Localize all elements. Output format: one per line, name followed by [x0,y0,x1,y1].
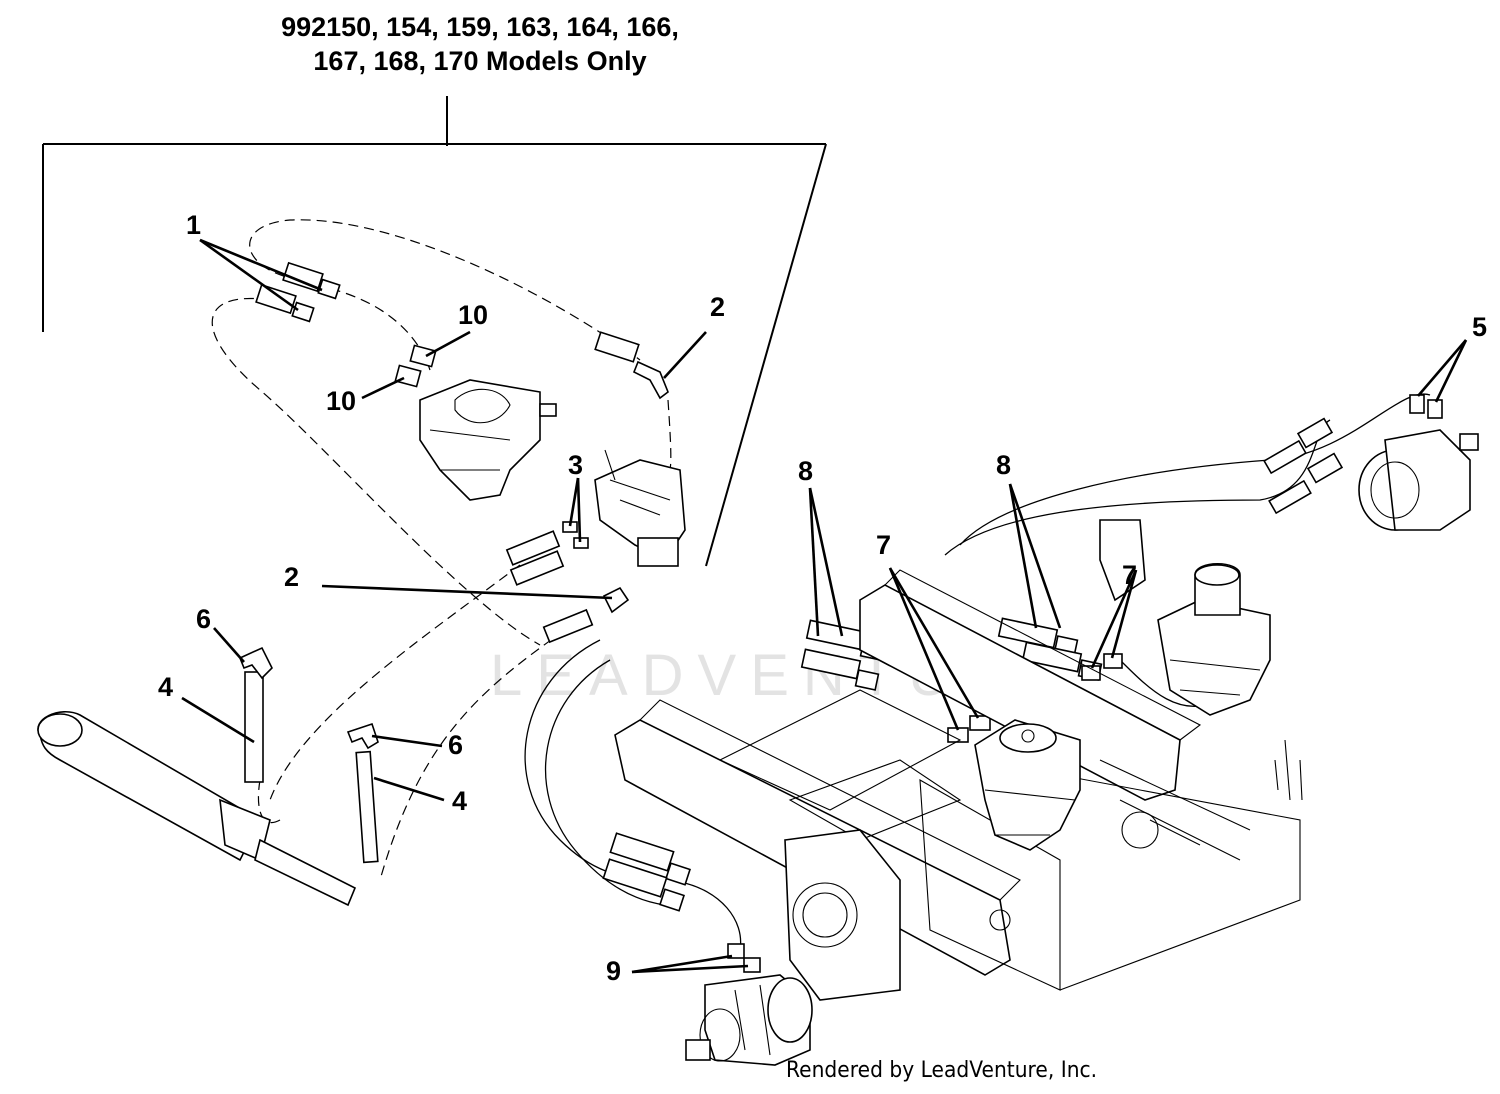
wheel-motor-bottom [685,943,813,1066]
hose-ends-motor-bottom [602,832,691,912]
callout-6-right: 6 [448,730,463,760]
model-title-line-2: 167, 168, 170 Models Only [313,46,647,76]
callout-4-right: 4 [452,786,467,816]
callout-7-left: 7 [876,530,891,560]
callout-6-left: 6 [196,604,211,634]
model-title-line-1: 992150, 154, 159, 163, 164, 166, [281,12,679,42]
model-group-bracket [42,96,827,567]
elbow-fitting-2-upper [594,331,669,400]
hoses-to-valve [505,530,630,644]
callout-5: 5 [1472,312,1487,342]
callout-4-left: 4 [158,672,173,702]
callout-labels: 1 2 2 3 4 4 5 6 6 7 7 8 8 9 10 10 [158,210,1487,986]
hydraulic-pump-frame [974,719,1081,851]
hydraulic-pump-right [1157,563,1271,716]
hydraulic-cylinder [37,671,379,907]
leader-lines [181,238,1468,974]
callout-8-right: 8 [996,450,1011,480]
callout-2-upper: 2 [710,292,725,322]
hose-end-fittings-1 [255,261,341,323]
fitting-10 [394,344,437,388]
callout-3: 3 [568,450,583,480]
callout-8-left: 8 [798,456,813,486]
callout-7-right: 7 [1122,560,1137,590]
hydraulic-pump-upper [419,379,557,501]
callout-2-lower: 2 [284,562,299,592]
control-valve [594,449,686,567]
callout-10-lower: 10 [326,386,356,416]
render-credit: Rendered by LeadVenture, Inc. [786,1058,1098,1083]
callout-1: 1 [186,210,201,240]
fitting-3 [562,521,589,549]
fitting-7 [947,653,1123,743]
hose-routing-left [211,219,672,881]
callout-9: 9 [606,956,621,986]
wheel-motor-right [1263,394,1479,531]
callout-10-upper: 10 [458,300,488,330]
elbow-fitting-6 [238,646,379,750]
